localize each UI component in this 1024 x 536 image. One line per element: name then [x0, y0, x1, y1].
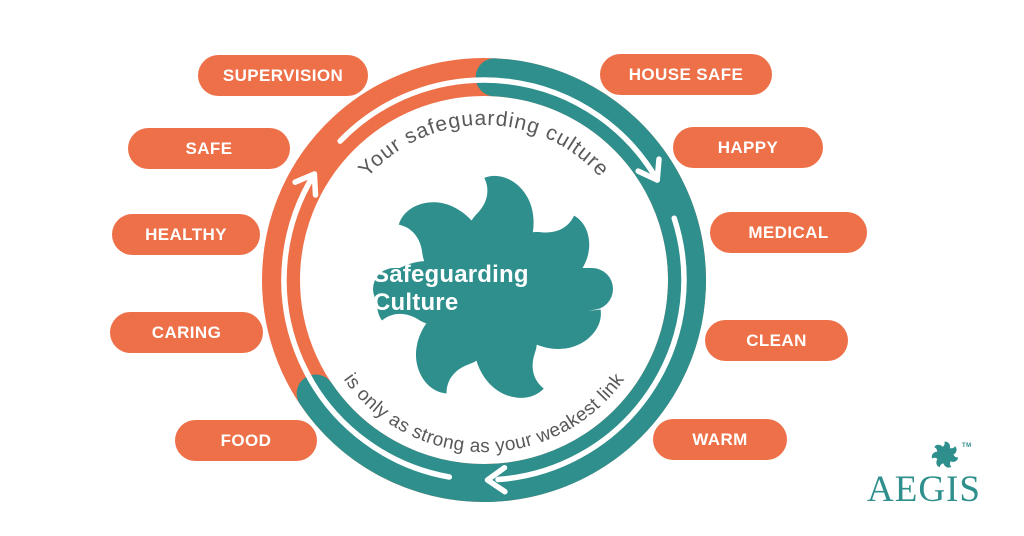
trademark-symbol: TM [962, 443, 972, 449]
aegis-logo: TM AEGIS [858, 434, 990, 512]
pill-warm: WARM [653, 419, 787, 460]
clockwise-arrowhead-top-left-icon [292, 171, 319, 198]
clockwise-arrowhead-right-icon [635, 156, 662, 183]
pill-medical: MEDICAL [710, 212, 867, 253]
brand-name: AEGIS [867, 469, 981, 510]
arrow-trail-top [337, 77, 660, 183]
clockwise-arrowhead-bottom-icon [484, 464, 508, 495]
ring-teal-segment [296, 58, 707, 503]
safeguarding-cycle-ring: Your safeguarding culture is only as str… [262, 58, 707, 503]
pill-healthy: HEALTHY [112, 214, 260, 255]
arrow-trail-right [495, 215, 687, 483]
pill-house-safe: HOUSE SAFE [600, 54, 772, 95]
pill-food: FOOD [175, 420, 317, 461]
pill-caring: CARING [110, 312, 263, 353]
pill-supervision: SUPERVISION [198, 55, 368, 96]
arrow-trail-left [281, 171, 453, 480]
pill-happy: HAPPY [673, 127, 823, 168]
pill-clean: CLEAN [705, 320, 848, 361]
pinwheel-icon [930, 440, 960, 470]
center-label: Safeguarding Culture [373, 261, 613, 316]
pill-safe: SAFE [128, 128, 290, 169]
